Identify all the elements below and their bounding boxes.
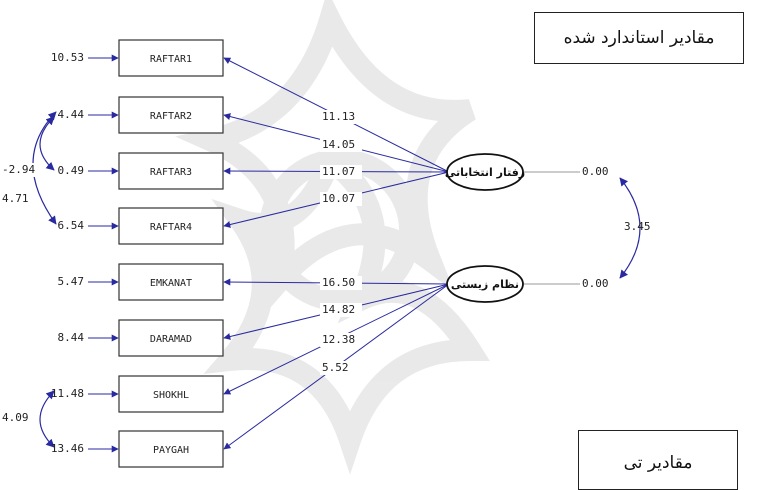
loading-label-bg bbox=[320, 361, 362, 375]
error-covariance-value: 4.71 bbox=[2, 192, 29, 205]
error-variance-value: 0.49 bbox=[58, 164, 85, 177]
error-variance-value: 10.53 bbox=[51, 51, 84, 64]
indicator-label: RAFTAR2 bbox=[150, 111, 192, 122]
latent-label: نظام زیستی bbox=[451, 278, 519, 291]
error-variance-value: 11.48 bbox=[51, 387, 84, 400]
loading-label-bg bbox=[320, 333, 362, 347]
indicator-label: SHOKHL bbox=[153, 390, 189, 401]
nodes-layer bbox=[118, 39, 524, 468]
watermark-ornament bbox=[175, 0, 490, 475]
loading-label-bg bbox=[320, 303, 362, 317]
loading-value: 10.07 bbox=[322, 192, 355, 205]
error-covariance-arrow bbox=[39, 116, 55, 171]
loading-value: 12.38 bbox=[322, 333, 355, 346]
error-covariance-value: 4.09 bbox=[2, 411, 29, 424]
indicator-box-raftar1 bbox=[118, 39, 224, 77]
indicator-box-raftar4 bbox=[118, 207, 224, 245]
loading-label-bg bbox=[320, 276, 362, 290]
loading-value: 16.50 bbox=[322, 276, 355, 289]
loading-label-bg bbox=[320, 138, 362, 152]
error-covariance-label-bg bbox=[1, 163, 37, 177]
error-covariance-label-bg bbox=[1, 192, 37, 206]
loading-value: 14.82 bbox=[322, 303, 355, 316]
indicator-label: PAYGAH bbox=[153, 445, 189, 456]
indicator-box-daramad bbox=[118, 319, 224, 357]
latent-label: رفتار انتخاباتی bbox=[445, 166, 525, 179]
indicator-box-raftar2 bbox=[118, 96, 224, 134]
error-covariance-arrow bbox=[39, 390, 55, 448]
indicator-label: EMKANAT bbox=[150, 278, 192, 289]
indicator-label: RAFTAR4 bbox=[150, 222, 192, 233]
error-covariance-label-bg bbox=[1, 411, 37, 425]
error-variance-value: 13.46 bbox=[51, 442, 84, 455]
indicator-box-paygah bbox=[118, 430, 224, 468]
loading-label-bg bbox=[320, 165, 362, 179]
error-covariance-value: -2.94 bbox=[2, 163, 35, 176]
error-variance-value: 5.47 bbox=[58, 275, 85, 288]
loading-value: 11.13 bbox=[322, 110, 355, 123]
latent-variance-value: 0.00 bbox=[582, 277, 609, 290]
indicator-box-shokhl bbox=[118, 375, 224, 413]
indicator-box-emkanat bbox=[118, 263, 224, 301]
title-box: مقادیر استاندارد شده bbox=[534, 12, 744, 64]
loading-value: 14.05 bbox=[322, 138, 355, 151]
corner-box: مقادیر تی bbox=[578, 430, 738, 490]
loading-value: 5.52 bbox=[322, 361, 349, 374]
latent-ellipse-2 bbox=[446, 265, 524, 303]
latent-ellipse-1 bbox=[446, 153, 524, 191]
error-variance-value: 4.44 bbox=[58, 108, 85, 121]
error-variance-value: 8.44 bbox=[58, 331, 85, 344]
indicator-label: DARAMAD bbox=[150, 334, 192, 345]
latent-variance-value: 0.00 bbox=[582, 165, 609, 178]
loading-label-bg bbox=[320, 110, 362, 124]
latent-covariance-arrow bbox=[619, 177, 641, 279]
loading-value: 11.07 bbox=[322, 165, 355, 178]
indicator-label: RAFTAR3 bbox=[150, 167, 192, 178]
loading-label-bg bbox=[320, 192, 362, 206]
error-variance-value: 6.54 bbox=[58, 219, 85, 232]
latent-covariance-value: 3.45 bbox=[624, 220, 651, 233]
indicator-label: RAFTAR1 bbox=[150, 54, 192, 65]
indicator-box-raftar3 bbox=[118, 152, 224, 190]
